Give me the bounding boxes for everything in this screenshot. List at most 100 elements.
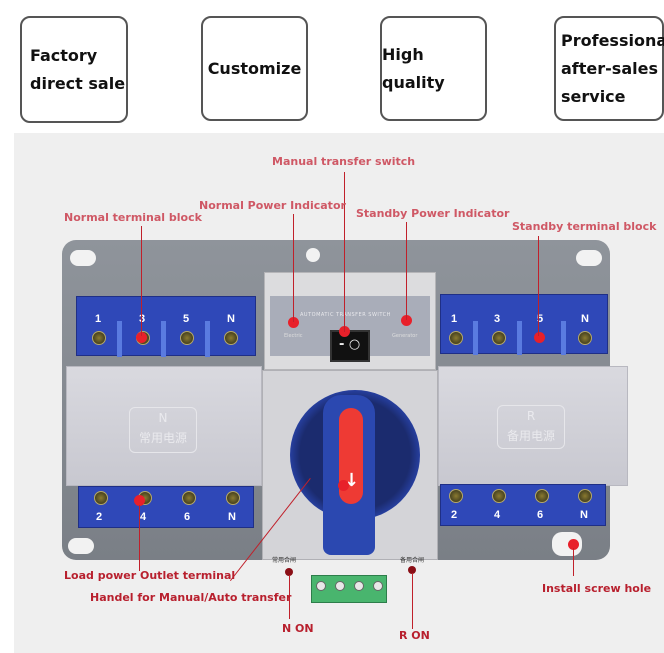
leader-n-on — [289, 575, 290, 619]
feature-high-quality: High quality — [380, 16, 487, 121]
panel-text: AUTOMATIC TRANSFER SWITCH — [300, 312, 391, 318]
rib — [205, 321, 210, 357]
label-standby-terminal-block: Standby terminal block — [512, 220, 657, 233]
terminal-screw — [535, 489, 549, 503]
normal-cover: N 常用电源 — [66, 366, 262, 486]
r-on-small-text: 备用合闸 — [400, 557, 425, 564]
terminal-number: 3 — [139, 313, 146, 325]
standby-cover: R 备用电源 — [438, 366, 628, 486]
feature-text: after-sales — [561, 58, 658, 78]
rib — [117, 321, 122, 357]
label-normal-power-indicator: Normal Power Indicator — [199, 199, 346, 212]
leader-normal-terminal — [141, 226, 142, 336]
terminal-screw — [94, 491, 108, 505]
normal-bottom-terminal-block: 2 4 6 N — [78, 486, 254, 528]
terminal-number: 5 — [537, 313, 544, 325]
standby-top-terminal-block: 1 3 5 N — [440, 294, 608, 355]
normal-top-terminal-block: 1 3 5 N — [76, 296, 256, 357]
feature-text: service — [561, 86, 626, 106]
label-standby-power-indicator: Standby Power Indicator — [356, 207, 510, 220]
terminal-screw — [92, 331, 106, 345]
cover-letter: N — [158, 411, 168, 425]
leader-r-on — [412, 573, 413, 629]
terminal-number: N — [227, 313, 235, 325]
feature-text: High quality — [382, 44, 445, 92]
leader-screw-hole — [573, 548, 574, 576]
green-terminal-screw — [316, 581, 326, 591]
marker-normal-indicator — [288, 317, 299, 328]
rib — [473, 321, 478, 355]
terminal-number: 5 — [183, 313, 190, 325]
marker-load-terminal — [134, 495, 145, 506]
terminal-number: 3 — [494, 313, 501, 325]
terminal-screw — [578, 331, 592, 345]
label-r-on: R ON — [399, 629, 430, 642]
standby-bottom-terminal-block: 2 4 6 N — [440, 484, 606, 526]
screw-hole — [306, 248, 320, 262]
terminal-screw — [224, 331, 238, 345]
cover-text: 备用电源 — [506, 429, 555, 443]
marker-standby-terminal — [534, 332, 545, 343]
terminal-screw — [492, 331, 506, 345]
normal-cover-badge: N 常用电源 — [129, 407, 197, 453]
r-on-indicator — [408, 566, 416, 574]
label-handle: Handel for Manual/Auto transfer — [90, 591, 292, 604]
terminal-number: 1 — [451, 313, 458, 325]
n-on-indicator — [285, 568, 293, 576]
marker-normal-terminal — [136, 332, 147, 343]
feature-customize: Customize — [201, 16, 308, 121]
terminal-number: 4 — [140, 511, 147, 523]
n-on-small-text: 常用合闸 — [272, 557, 297, 564]
terminal-screw — [492, 489, 506, 503]
terminal-number: 2 — [451, 509, 458, 521]
terminal-number: N — [228, 511, 236, 523]
feature-text: Professional — [561, 30, 664, 50]
terminal-number: 4 — [494, 509, 501, 521]
marker-screw-hole — [568, 539, 579, 550]
indicator-left-text: Electric — [284, 333, 303, 339]
rib — [517, 321, 522, 355]
standby-cover-badge: R 备用电源 — [497, 405, 565, 449]
leader-normal-indicator — [293, 214, 294, 322]
terminal-number: 6 — [537, 509, 544, 521]
marker-handle — [338, 480, 349, 491]
feature-text: Customize — [207, 58, 302, 78]
manual-transfer-rocker-switch[interactable]: - ○ — [330, 330, 370, 362]
terminal-screw — [180, 331, 194, 345]
label-n-on: N ON — [282, 622, 314, 635]
feature-text: direct sale — [30, 73, 126, 93]
rib — [561, 321, 566, 355]
green-terminal-screw — [354, 581, 364, 591]
feature-after-sales-service: Professional after-sales service — [554, 16, 664, 121]
terminal-screw — [578, 489, 592, 503]
screw-hole — [70, 250, 96, 266]
screw-hole — [576, 250, 602, 266]
leader-load-terminal — [139, 505, 140, 571]
leader-standby-terminal — [538, 236, 539, 336]
label-normal-terminal-block: Normal terminal block — [64, 211, 202, 224]
leader-manual-switch — [344, 172, 345, 332]
label-install-screw-hole: Install screw hole — [542, 582, 652, 595]
green-terminal-screw — [373, 581, 383, 591]
cover-text: 常用电源 — [138, 431, 187, 445]
terminal-screw — [449, 489, 463, 503]
terminal-number: 6 — [184, 511, 191, 523]
terminal-screw — [182, 491, 196, 505]
feature-text: Factory — [30, 45, 98, 65]
leader-standby-indicator — [406, 222, 407, 320]
indicator-right-text: Generator — [392, 333, 418, 339]
feature-factory-direct-sale: Factory direct sale — [20, 16, 128, 123]
rocker-glyph: - ○ — [339, 337, 361, 352]
terminal-screw — [226, 491, 240, 505]
rib — [161, 321, 166, 357]
terminal-number: N — [580, 509, 588, 521]
label-load-power-outlet: Load power Outlet terminal — [64, 569, 236, 582]
marker-standby-indicator — [401, 315, 412, 326]
terminal-number: N — [581, 313, 589, 325]
green-terminal-screw — [335, 581, 345, 591]
terminal-number: 1 — [95, 313, 102, 325]
terminal-screw — [449, 331, 463, 345]
screw-hole — [68, 538, 94, 554]
green-terminal — [311, 575, 387, 603]
terminal-number: 2 — [96, 511, 103, 523]
